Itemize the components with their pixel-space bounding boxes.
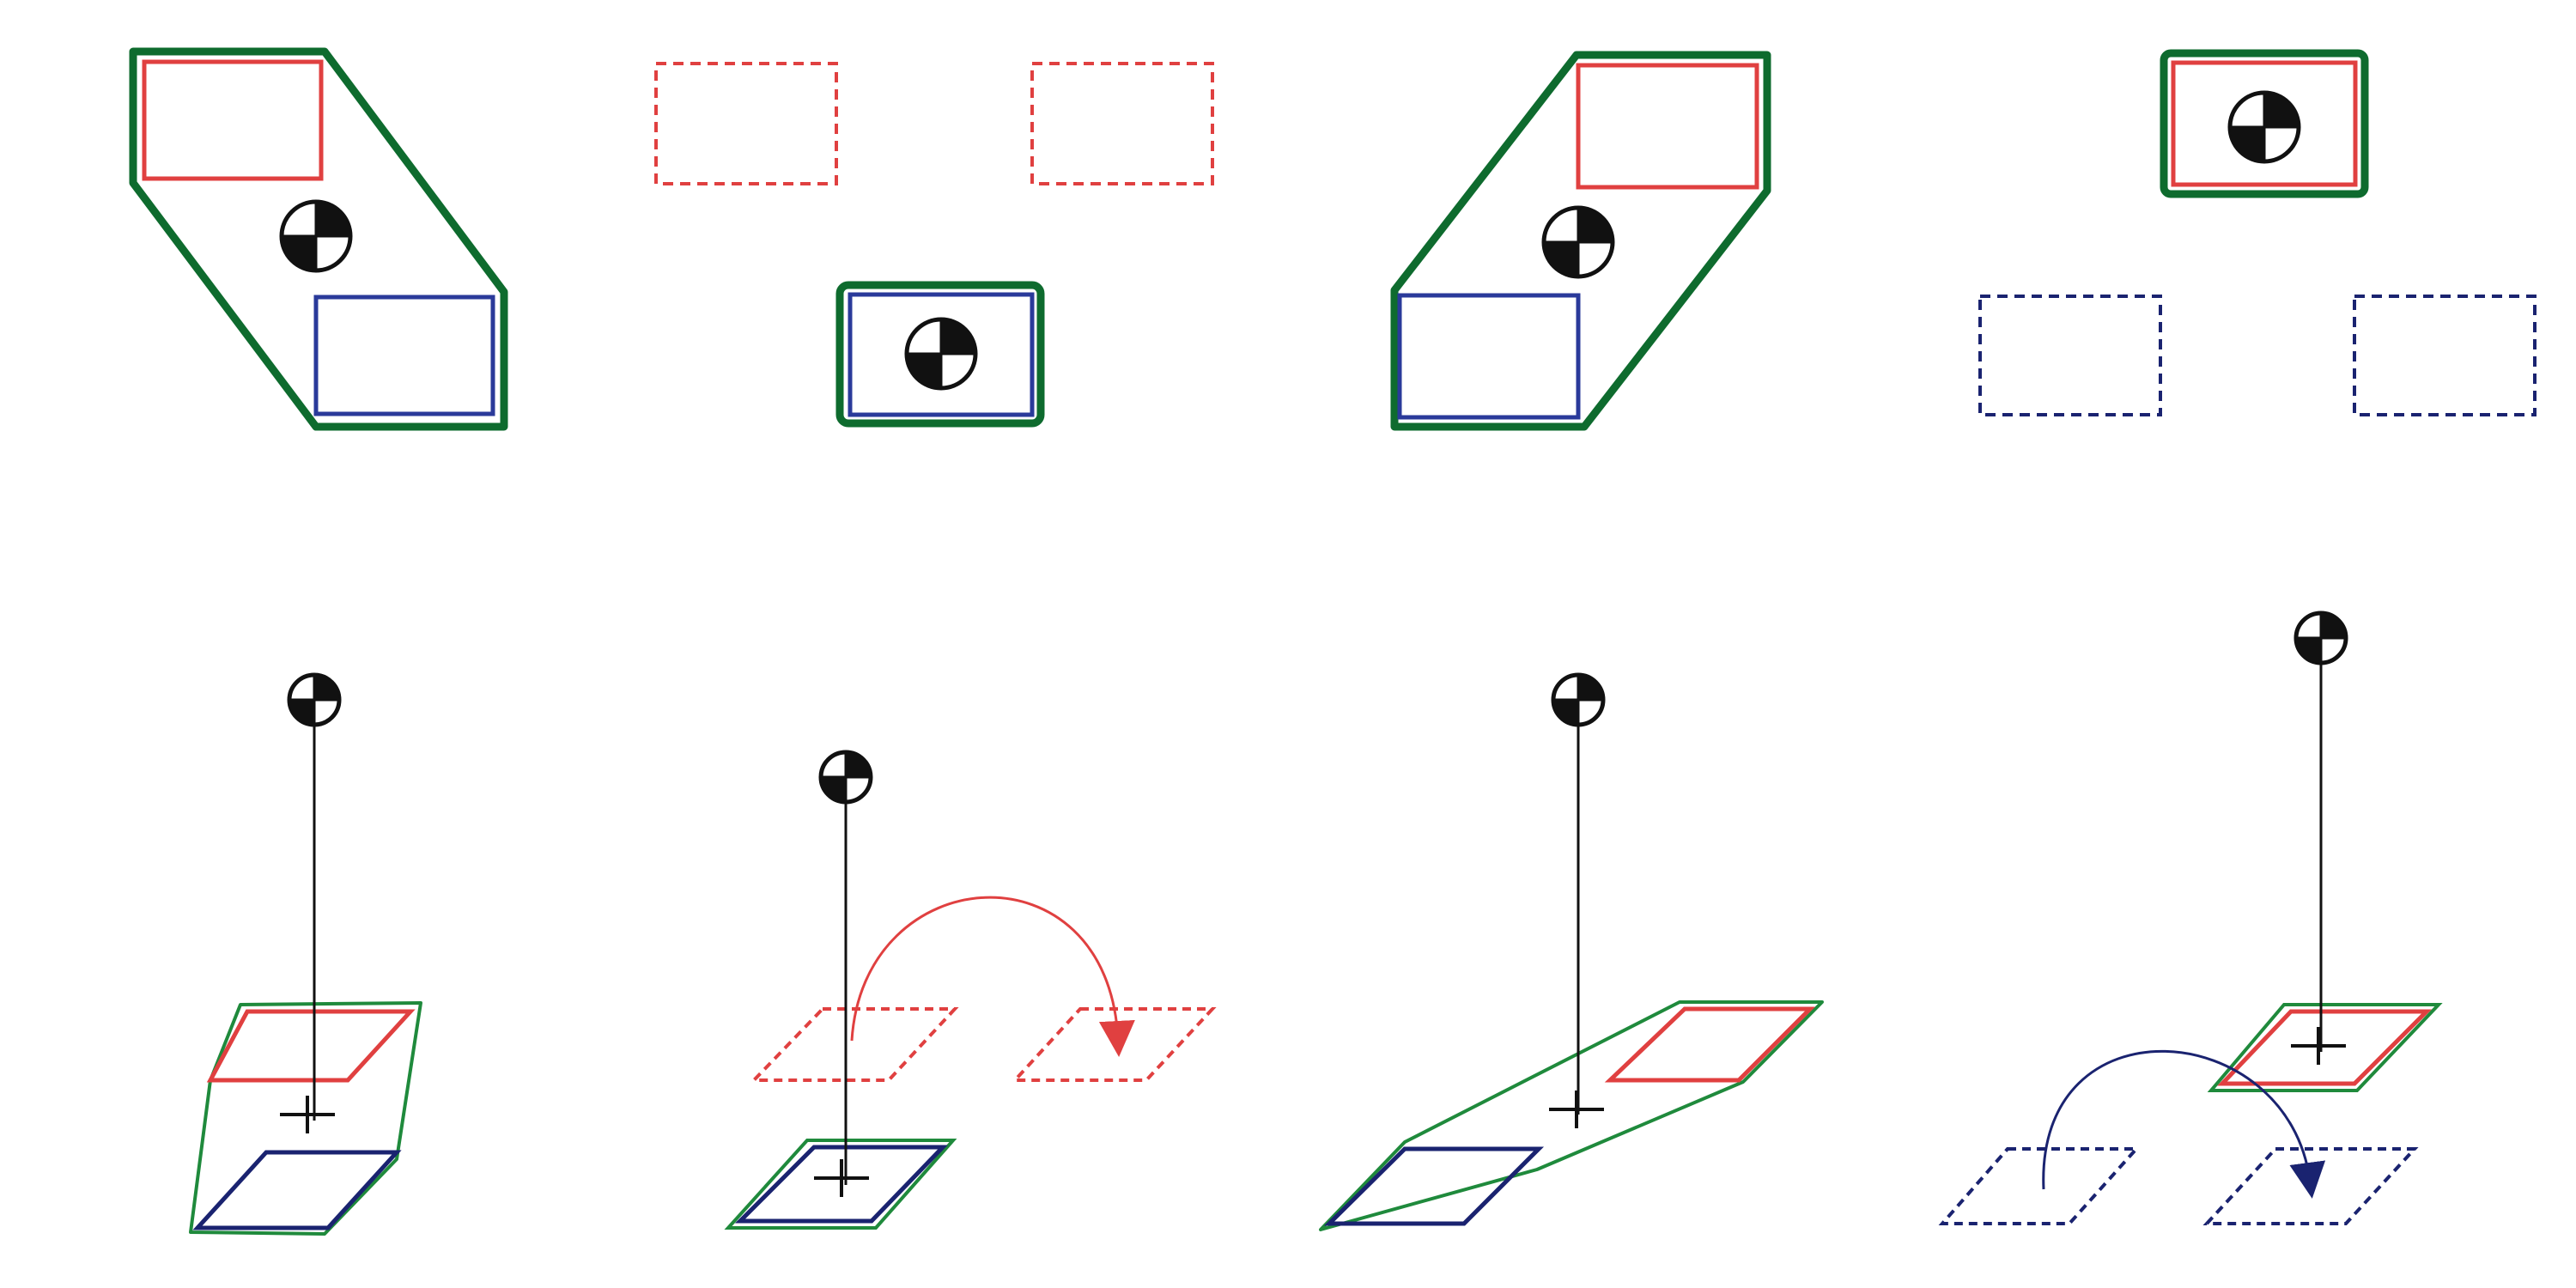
phase-2-perspective-view [724, 750, 1217, 1230]
right-foot-previous [1978, 295, 2162, 416]
phase-1-top-view [129, 47, 508, 431]
right-foot [734, 1145, 948, 1224]
support-polygon [724, 1139, 957, 1230]
curved-arrow-icon [2042, 1049, 2326, 1199]
left-foot [206, 1009, 416, 1083]
phase-2-top-view [654, 62, 1214, 428]
support-polygon [129, 47, 508, 431]
curved-arrow-icon [850, 896, 1135, 1057]
ground-projection-cross-icon [1549, 1091, 1604, 1128]
phase-3-perspective-view [1319, 672, 1824, 1231]
left-foot [2217, 1009, 2433, 1086]
right-foot [1323, 1146, 1545, 1226]
support-polygon [835, 281, 1045, 428]
right-foot-next [2353, 295, 2537, 416]
center-of-mass-icon [2227, 90, 2301, 164]
right-foot [192, 1150, 402, 1230]
left-foot [2171, 60, 2358, 187]
ground-projection-cross-icon [280, 1096, 335, 1133]
ground-projection-cross-icon [2291, 1027, 2346, 1065]
phase-4-perspective-view [1938, 611, 2443, 1225]
left-foot-next [1011, 1007, 1217, 1082]
right-foot [313, 295, 495, 416]
center-of-mass-icon [818, 750, 873, 805]
right-foot [848, 292, 1035, 417]
left-foot-previous [654, 62, 838, 185]
phase-3-top-view [1390, 51, 1771, 431]
left-foot [1604, 1006, 1816, 1083]
center-of-mass-icon [1541, 205, 1615, 279]
center-of-mass-icon [2293, 611, 2348, 665]
left-foot-next [1030, 62, 1214, 185]
left-foot [142, 59, 324, 181]
right-foot-next [2202, 1147, 2419, 1225]
center-of-mass-icon [287, 672, 342, 727]
left-foot-previous [750, 1007, 959, 1082]
phase-4-top-view [1978, 49, 2537, 416]
support-polygon [2207, 1003, 2443, 1092]
center-of-mass-icon [1551, 672, 1606, 727]
center-of-mass-icon [279, 199, 353, 273]
support-polygon [1319, 1000, 1824, 1231]
left-foot [1576, 63, 1759, 190]
support-polygon [2160, 49, 2369, 198]
right-foot [1397, 293, 1581, 420]
phase-1-perspective-view [189, 672, 422, 1236]
support-polygon [1390, 51, 1771, 431]
ground-projection-cross-icon [814, 1159, 869, 1197]
center-of-mass-icon [904, 317, 978, 391]
right-foot-previous [1938, 1147, 2141, 1225]
